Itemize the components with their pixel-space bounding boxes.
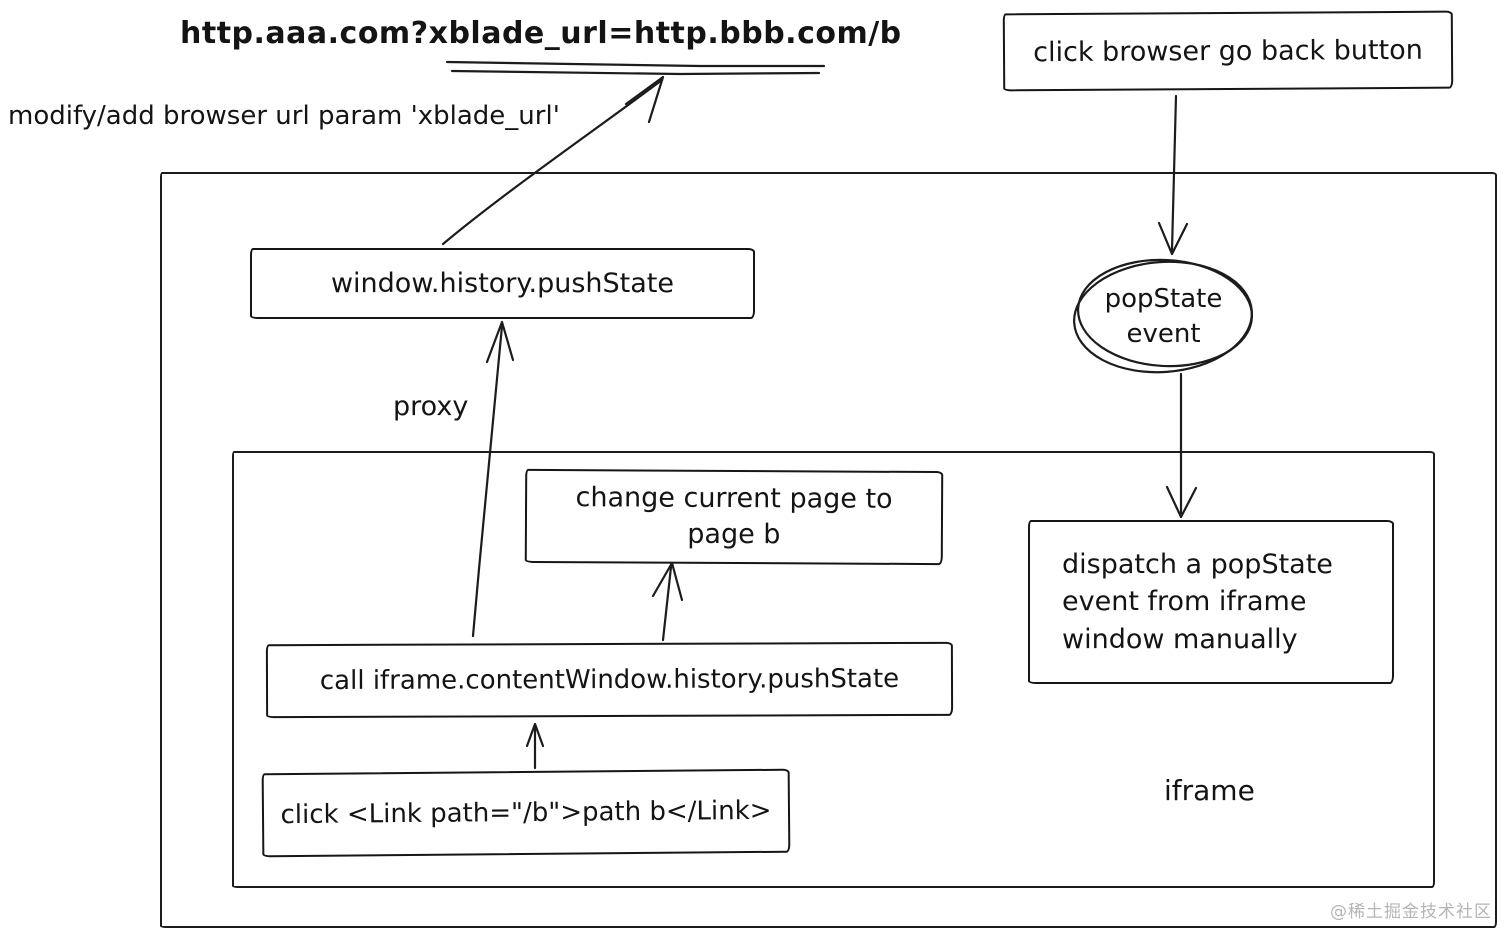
browser-url-text: http.aaa.com?xblade_url=http.bbb.com/b bbox=[180, 16, 902, 51]
node-window-history-pushstate-label: window.history.pushState bbox=[330, 268, 675, 299]
url-underline-stroke-1 bbox=[445, 60, 826, 68]
iframe-frame bbox=[232, 451, 1435, 888]
main-page-frame bbox=[160, 172, 1497, 928]
juejin-watermark: @稀土掘金技术社区 bbox=[1330, 902, 1492, 922]
node-change-current-page: change current page to page b bbox=[524, 468, 944, 566]
node-click-link-path-b: click <Link path="/b">path b</Link> bbox=[261, 768, 791, 858]
modify-url-param-label: modify/add browser url param 'xblade_url… bbox=[8, 101, 560, 131]
url-underline-stroke-2 bbox=[450, 69, 821, 76]
arrow-pushstate-to-url-head bbox=[624, 75, 665, 124]
node-call-iframe-pushstate: call iframe.contentWindow.history.pushSt… bbox=[265, 641, 954, 719]
node-click-go-back-label: click browser go back button bbox=[1033, 34, 1423, 68]
node-dispatch-popstate: dispatch a popState event from iframe wi… bbox=[1028, 520, 1394, 684]
node-click-go-back: click browser go back button bbox=[1002, 10, 1454, 92]
node-click-link-path-b-label: click <Link path="/b">path b</Link> bbox=[280, 795, 772, 831]
proxy-edge-label: proxy bbox=[393, 391, 469, 422]
node-change-current-page-label: change current page to page b bbox=[575, 481, 893, 551]
node-window-history-pushstate: window.history.pushState bbox=[250, 248, 755, 319]
node-popstate-event-label: popState event bbox=[1104, 283, 1223, 349]
iframe-region-label: iframe bbox=[1164, 774, 1255, 807]
node-call-iframe-pushstate-label: call iframe.contentWindow.history.pushSt… bbox=[319, 663, 900, 697]
node-dispatch-popstate-label: dispatch a popState event from iframe wi… bbox=[1062, 549, 1333, 655]
